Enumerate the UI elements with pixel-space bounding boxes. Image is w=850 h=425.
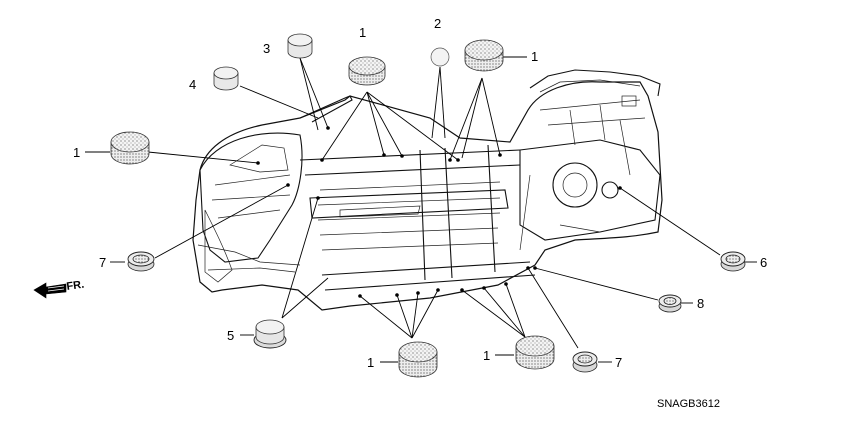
- leader-lines: [85, 56, 757, 363]
- callout-1-left: 1: [73, 145, 80, 160]
- callout-7-left: 7: [99, 255, 106, 270]
- car-underbody-illustration: [192, 69, 663, 311]
- rear-deck-outline: [529, 69, 661, 97]
- callout-1-top-right: 1: [531, 49, 538, 64]
- rear-suspension: [519, 139, 661, 241]
- right-rocker: [321, 261, 536, 291]
- flanged-plug-icon-5: [253, 319, 287, 349]
- callout-6-right: 6: [760, 255, 767, 270]
- callout-1-top: 1: [359, 25, 366, 40]
- callout-5-bottom: 5: [227, 328, 234, 343]
- callout-2-top: 2: [434, 16, 441, 31]
- callout-3-top: 3: [263, 41, 270, 56]
- ring-grommet-icon-8: [658, 294, 682, 313]
- plain-plug-icon-3: [287, 33, 313, 59]
- ring-grommet-icon-7-left: [127, 251, 155, 272]
- ring-grommet-icon-7-bottom: [572, 351, 598, 373]
- dotted-grommet-icon-1-top-right: [464, 39, 504, 72]
- callout-1-bottom-left: 1: [367, 355, 374, 370]
- callout-4-left: 4: [189, 77, 196, 92]
- dotted-grommet-icon-1-bottom-right: [515, 335, 555, 370]
- center-tunnel: [309, 189, 509, 219]
- front-wheel-arch: [199, 132, 303, 263]
- front-direction-marker: FR.: [33, 279, 85, 299]
- dotted-grommet-icon-1-left: [110, 131, 150, 165]
- left-rocker: [299, 149, 521, 176]
- seal-disc-icon-2: [430, 47, 450, 67]
- callout-labels: 1 2 3 1 4 1 7 6 8 5 1 1 7: [73, 16, 767, 370]
- windshield-frame: [299, 95, 353, 123]
- ring-grommet-icon-6: [720, 251, 746, 272]
- dotted-grommet-icon-1-bottom-left: [398, 341, 438, 378]
- callout-8-right: 8: [697, 296, 704, 311]
- plain-plug-icon-4: [213, 66, 239, 91]
- diagram-code: SNAGB3612: [657, 398, 720, 410]
- callout-7-bottom: 7: [615, 355, 622, 370]
- callout-1-bottom-right: 1: [483, 348, 490, 363]
- front-label: FR.: [66, 279, 85, 293]
- dotted-grommet-icon-1-top: [348, 56, 386, 86]
- underbody-outline: [192, 81, 663, 311]
